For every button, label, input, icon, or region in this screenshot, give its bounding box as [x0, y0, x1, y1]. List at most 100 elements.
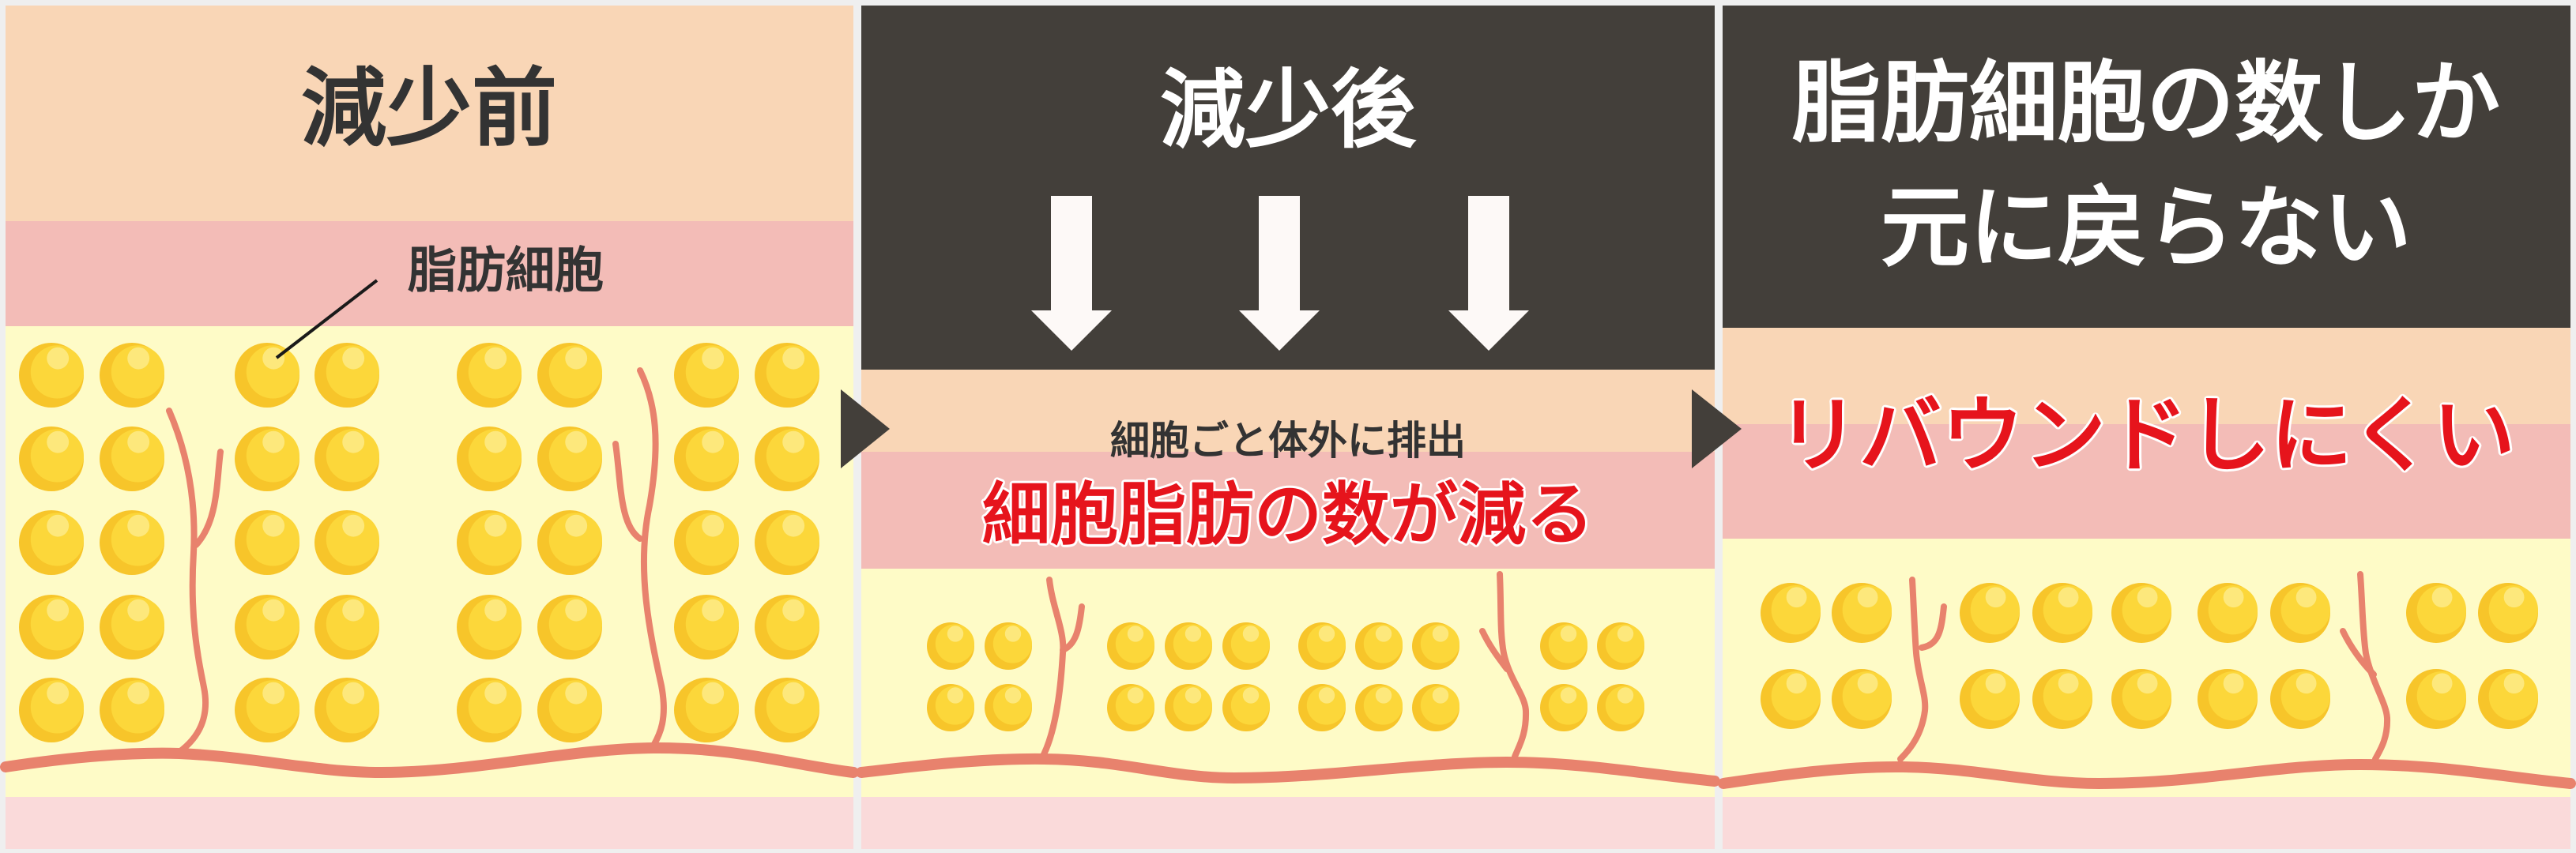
cell-inner — [1548, 686, 1587, 725]
fat-cell — [235, 510, 299, 575]
cell-inner — [468, 513, 522, 566]
fat-cell — [674, 595, 739, 659]
cell-inner — [2122, 585, 2172, 635]
cell-highlight — [342, 599, 365, 622]
fat-cell — [985, 622, 1032, 670]
cell-highlight — [2137, 673, 2158, 694]
cell-highlight — [1786, 673, 1807, 694]
cell-inner — [468, 345, 522, 399]
cell-highlight — [702, 682, 725, 705]
fat-cell — [2406, 583, 2467, 643]
fat-cell — [2478, 583, 2539, 643]
cell-highlight — [1004, 687, 1022, 704]
muscle-layer — [1723, 797, 2570, 849]
cell-inner — [2280, 585, 2331, 635]
cell-inner — [766, 513, 819, 566]
cell-inner — [685, 513, 739, 566]
cell-inner — [685, 680, 739, 734]
fat-cell — [100, 595, 164, 659]
emphasis-text: 細胞脂肪の数が減る — [982, 475, 1594, 554]
cell-inner — [1115, 686, 1154, 725]
cell-inner — [30, 597, 85, 651]
emphasis-text: リバウンドしにくい — [1777, 387, 2515, 483]
fat-layer — [1723, 539, 2570, 797]
cell-inner — [1363, 686, 1403, 725]
fat-cell — [235, 678, 299, 742]
fascia-line — [856, 753, 1720, 787]
cell-inner — [1970, 671, 2021, 721]
fat-cell — [537, 343, 602, 408]
cell-highlight — [1242, 687, 1260, 704]
cell-highlight — [1617, 687, 1634, 704]
cell-highlight — [342, 682, 365, 705]
cell-inner — [326, 345, 379, 399]
cell-inner — [30, 429, 85, 483]
cell-inner — [548, 345, 602, 399]
fat-cell — [314, 678, 379, 742]
dermis-layer — [861, 452, 1715, 569]
cell-highlight — [702, 430, 725, 453]
fat-cell — [674, 343, 739, 408]
fascia-line — [1718, 758, 2576, 790]
cell-inner — [30, 680, 85, 734]
muscle-layer — [861, 797, 1715, 849]
cell-inner — [1548, 624, 1587, 663]
fat-cell — [19, 510, 85, 575]
down-arrow-icon — [1239, 196, 1320, 351]
down-arrow-icon — [1031, 196, 1112, 351]
cell-highlight — [702, 347, 725, 370]
fat-cell — [314, 343, 379, 408]
cell-inner — [685, 345, 739, 399]
cell-inner — [2280, 671, 2331, 721]
cell-inner — [2488, 671, 2539, 721]
down-arrows — [1031, 196, 1529, 351]
cell-inner — [246, 597, 299, 651]
dermis-layer — [1723, 424, 2570, 539]
cell-highlight — [2058, 587, 2079, 608]
cell-highlight — [484, 599, 507, 622]
fat-cell — [1597, 684, 1644, 731]
cell-inner — [246, 680, 299, 734]
cell-inner — [2488, 585, 2539, 635]
panel-title-line-1: 脂肪細胞の数しか — [1792, 52, 2500, 155]
fat-cell — [755, 595, 819, 659]
cell-inner — [1363, 624, 1403, 663]
fat-cell — [1832, 583, 1892, 643]
cell-inner — [111, 680, 164, 734]
cell-inner — [246, 345, 299, 399]
fat-cell — [1412, 684, 1459, 731]
cell-highlight — [127, 682, 150, 705]
fat-cell — [1540, 622, 1587, 670]
fat-cell — [2478, 669, 2539, 729]
cell-highlight — [2295, 587, 2317, 608]
cell-inner — [2208, 671, 2258, 721]
cell-highlight — [484, 430, 507, 453]
cell-highlight — [702, 599, 725, 622]
cell-inner — [246, 429, 299, 483]
cell-highlight — [2431, 587, 2453, 608]
blood-vessel — [1038, 577, 1067, 762]
fat-cell — [2198, 669, 2258, 729]
cell-inner — [548, 680, 602, 734]
fat-cell — [2111, 583, 2172, 643]
cell-inner — [766, 345, 819, 399]
cell-highlight — [262, 682, 285, 705]
cell-highlight — [262, 514, 285, 537]
blood-vessel — [166, 408, 209, 755]
fat-cell — [1222, 684, 1270, 731]
fat-cell — [235, 343, 299, 408]
cell-highlight — [1375, 687, 1392, 704]
panel-title: 減少前 — [301, 60, 557, 159]
cell-highlight — [1184, 687, 1202, 704]
cell-inner — [468, 597, 522, 651]
cell-highlight — [1985, 587, 2006, 608]
cell-highlight — [47, 430, 70, 453]
cell-highlight — [2223, 587, 2244, 608]
cell-inner — [992, 624, 1032, 663]
cell-highlight — [47, 682, 70, 705]
blood-vessel-branch — [2340, 628, 2377, 678]
cell-inner — [935, 624, 974, 663]
cell-inner — [1173, 624, 1212, 663]
fat-cell — [2032, 669, 2093, 729]
cell-highlight — [2223, 673, 2244, 694]
